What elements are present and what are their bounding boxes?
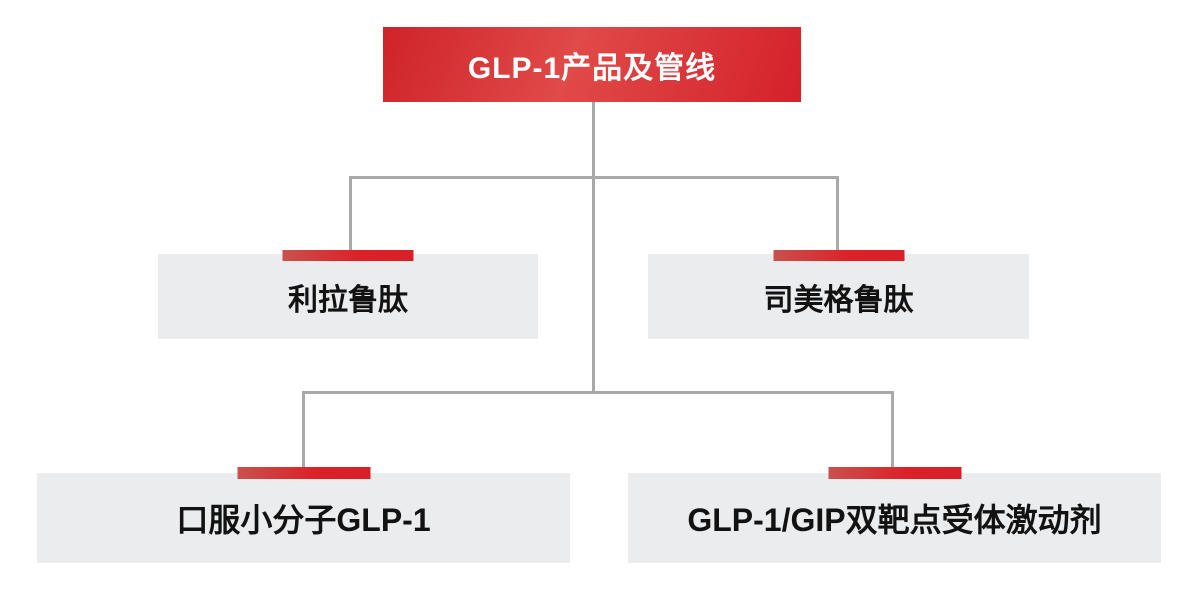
node-liraglutide: 利拉鲁肽 [158,250,538,339]
red-accent-bar [828,467,961,479]
node-oral-small-molecule-glp1: 口服小分子GLP-1 [37,467,570,563]
connector-row2-horizontal [302,391,894,394]
connector-root-vertical [592,102,595,394]
root-node-label: GLP-1产品及管线 [467,51,717,85]
red-accent-bar [237,467,370,479]
node-liraglutide-label: 利拉鲁肽 [288,283,408,317]
node-semaglutide-label: 司美格鲁肽 [763,283,914,317]
connector-row1-horizontal [349,176,839,179]
red-accent-bar [773,250,904,261]
root-node-glp1-pipeline: GLP-1产品及管线 [383,27,801,102]
connector-row1-left-drop [349,176,352,252]
node-glp1-gip-dual-receptor-agonist: GLP-1/GIP双靶点受体激动剂 [628,467,1161,563]
node-glp1-gip-dual-receptor-agonist-label: GLP-1/GIP双靶点受体激动剂 [687,502,1102,538]
red-accent-bar [282,250,414,261]
connector-row1-right-drop [836,176,839,252]
connector-row2-right-drop [891,391,894,471]
node-semaglutide: 司美格鲁肽 [648,250,1029,339]
node-oral-small-molecule-glp1-label: 口服小分子GLP-1 [176,502,431,538]
connector-row2-left-drop [302,391,305,471]
